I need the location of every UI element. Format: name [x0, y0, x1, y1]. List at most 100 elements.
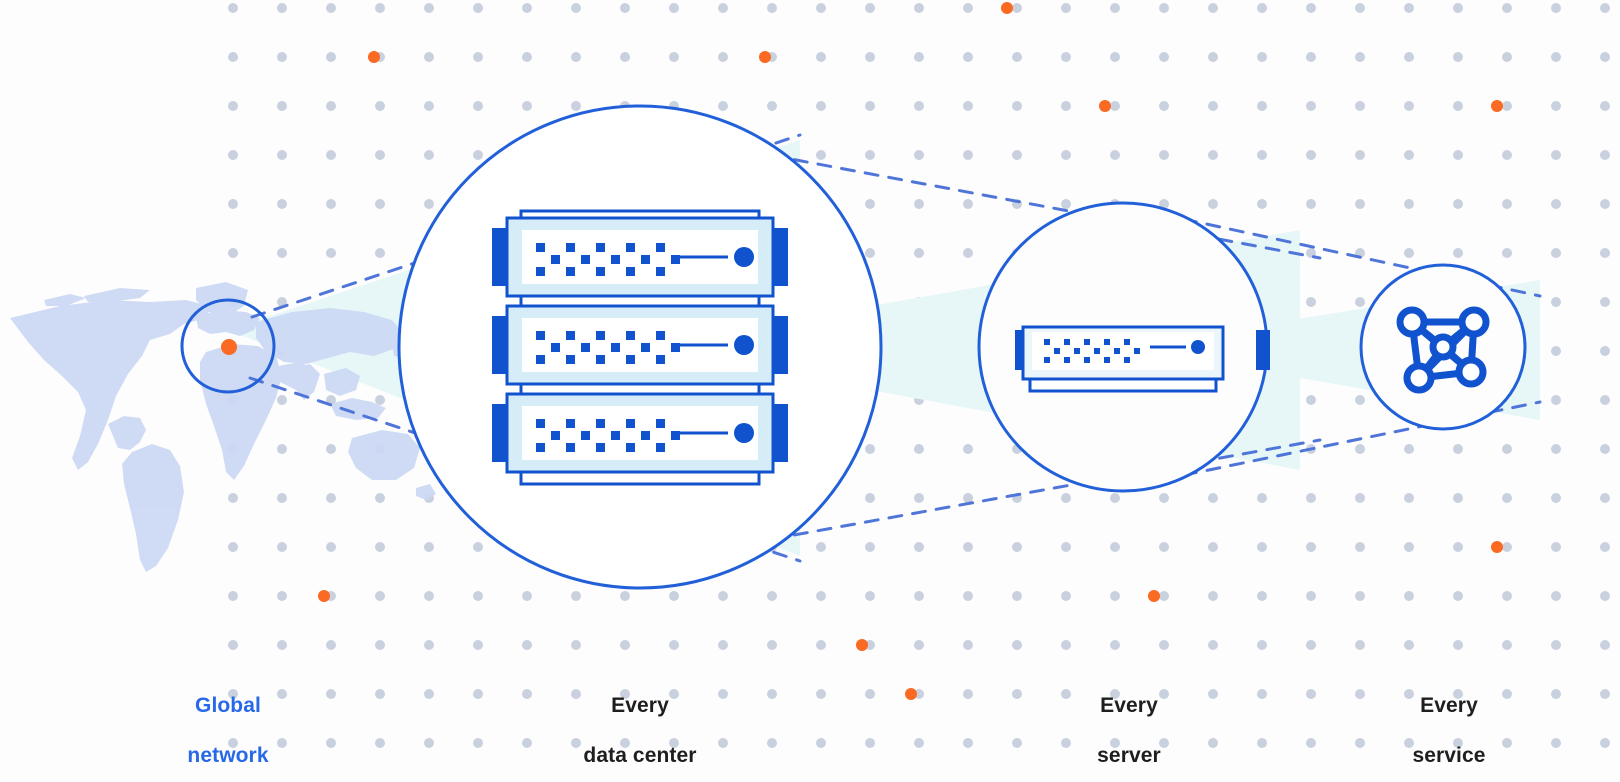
grid-dot [1355, 493, 1365, 503]
grid-dot [1110, 150, 1120, 160]
grid-dot [914, 3, 924, 13]
grid-dot [718, 591, 728, 601]
grid-dot [620, 591, 630, 601]
grid-dot [473, 101, 483, 111]
grid-dot [914, 738, 924, 748]
grid-dot [767, 591, 777, 601]
grid-dot [1061, 738, 1071, 748]
accent-grid-dot [318, 590, 330, 602]
grid-dot [669, 640, 679, 650]
grid-dot [1355, 3, 1365, 13]
grid-dot [228, 493, 238, 503]
grid-dot [865, 640, 875, 650]
grid-dot [914, 493, 924, 503]
grid-dot [914, 591, 924, 601]
grid-dot [816, 689, 826, 699]
grid-dot [228, 3, 238, 13]
stage-every-service[interactable] [1359, 263, 1527, 431]
label-every-service: Every service [1349, 668, 1549, 782]
grid-dot [277, 395, 287, 405]
grid-dot [522, 591, 532, 601]
server-unit [492, 304, 788, 386]
grid-dot [1208, 101, 1218, 111]
server-unit [492, 216, 788, 298]
grid-dot [1159, 689, 1169, 699]
grid-dot [1355, 297, 1365, 307]
accent-dot-layer [318, 2, 1503, 700]
grid-dot [1551, 150, 1561, 160]
server-status-dot [734, 423, 754, 443]
grid-dot [326, 542, 336, 552]
global-network-circle [180, 298, 276, 394]
grid-dot [1306, 297, 1316, 307]
grid-dot [767, 640, 777, 650]
grid-dot [1159, 640, 1169, 650]
grid-dot [669, 738, 679, 748]
grid-dot [1355, 738, 1365, 748]
grid-dot [424, 542, 434, 552]
label-line: Every [611, 694, 669, 717]
grid-dot [963, 640, 973, 650]
grid-dot [424, 150, 434, 160]
grid-dot [1061, 150, 1071, 160]
server-faceplate [1032, 332, 1214, 370]
grid-dot [1061, 199, 1071, 209]
grid-dot [1551, 689, 1561, 699]
grid-dot [1404, 3, 1414, 13]
grid-dot [1012, 150, 1022, 160]
grid-dot [963, 738, 973, 748]
grid-dot [1453, 444, 1463, 454]
grid-dot [816, 542, 826, 552]
stage-every-data-center[interactable] [397, 104, 883, 590]
grid-dot [865, 738, 875, 748]
grid-dot [1502, 444, 1512, 454]
grid-dot [326, 395, 336, 405]
grid-dot [1355, 444, 1365, 454]
grid-dot [963, 542, 973, 552]
grid-dot [571, 640, 581, 650]
world-map-icon [10, 282, 436, 572]
grid-dot [1012, 52, 1022, 62]
grid-dot [1306, 493, 1316, 503]
stage-every-server[interactable] [977, 201, 1270, 493]
grid-dot [1453, 52, 1463, 62]
grid-dot [522, 738, 532, 748]
grid-dot [228, 248, 238, 258]
grid-dot [277, 248, 287, 258]
grid-dot [375, 591, 385, 601]
grid-dot [1453, 3, 1463, 13]
grid-dot [669, 591, 679, 601]
grid-dot [963, 52, 973, 62]
grid-dot [1453, 591, 1463, 601]
grid-dot [228, 640, 238, 650]
stage-global-network[interactable] [180, 298, 276, 394]
grid-dot [1404, 150, 1414, 160]
grid-dot [620, 689, 630, 699]
grid-dot [1257, 542, 1267, 552]
grid-dot [1355, 150, 1365, 160]
grid-dot [1453, 640, 1463, 650]
grid-dot [1551, 297, 1561, 307]
every-service-circle [1359, 263, 1527, 431]
grid-dot [277, 3, 287, 13]
cone-datacenter-to-server-top [698, 140, 1322, 260]
grid-dot [1110, 3, 1120, 13]
grid-dot [963, 493, 973, 503]
grid-dot [277, 52, 287, 62]
grid-dot [620, 738, 630, 748]
grid-dot [1306, 640, 1316, 650]
grid-dot [1110, 689, 1120, 699]
grid-dot [228, 150, 238, 160]
grid-dot [718, 52, 728, 62]
grid-dot [1600, 346, 1610, 356]
grid-dot [669, 52, 679, 62]
accent-grid-dot [905, 688, 917, 700]
grid-dot [1355, 689, 1365, 699]
label-line: Every [1420, 694, 1478, 717]
grid-dot [1600, 542, 1610, 552]
grid-dot [1355, 199, 1365, 209]
grid-dot [1404, 689, 1414, 699]
grid-dot [1502, 101, 1512, 111]
grid-dot [326, 52, 336, 62]
